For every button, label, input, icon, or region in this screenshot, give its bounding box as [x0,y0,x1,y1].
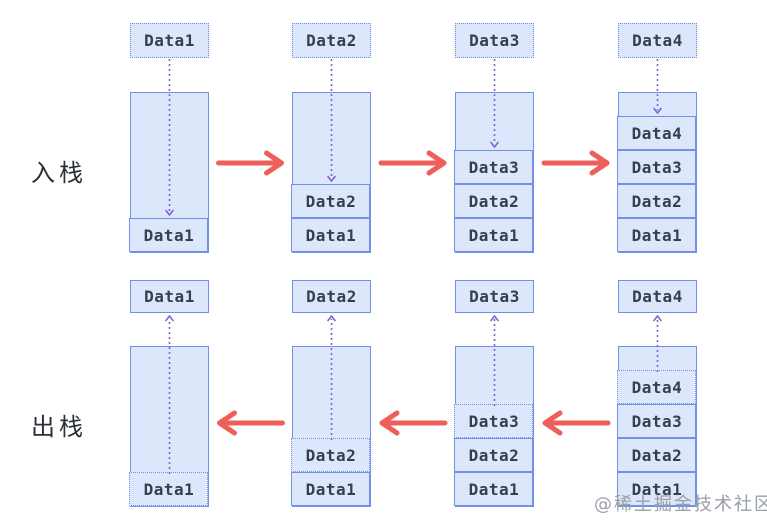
popped-data-box: Data2 [292,280,371,313]
push-row-label: 入栈 [31,159,87,187]
stack-cell: Data2 [617,184,697,219]
stack-cell: Data4 [617,370,697,405]
stack-container: Data1 [129,346,209,507]
stack-cell: Data1 [129,218,209,253]
stack-cell: Data1 [291,472,371,507]
next-step-arrow-icon [541,150,610,176]
push-source-box: Data1 [130,23,209,58]
next-step-arrow-icon [216,150,284,176]
stack-cell: Data3 [617,404,697,439]
prev-step-arrow-icon [217,410,285,436]
prev-step-arrow-icon [379,410,448,436]
stack-cell: Data1 [129,472,209,507]
push-source-box: Data2 [292,23,371,58]
pop-row-label: 出栈 [31,413,87,441]
stack-cell: Data2 [291,184,371,219]
stack-cell: Data2 [454,184,534,219]
stack-cell: Data3 [454,404,534,439]
stack-cell: Data1 [291,218,371,253]
push-source-box: Data4 [618,23,697,58]
prev-step-arrow-icon [542,410,611,436]
popped-data-box: Data1 [130,280,209,313]
stack-cell: Data1 [617,218,697,253]
stack-cell: Data1 [454,218,534,253]
stack-cell: Data4 [617,116,697,151]
stack-cell: Data2 [291,438,371,473]
stack-container: Data1 [129,92,209,253]
popped-data-box: Data4 [618,280,697,313]
stack-cell: Data1 [617,472,697,507]
stack-cell: Data3 [617,150,697,185]
push-source-box: Data3 [455,23,534,58]
popped-data-box: Data3 [455,280,534,313]
stack-cell: Data3 [454,150,534,185]
stack-cell: Data2 [454,438,534,473]
watermark: @稀土掘金技术社区 [594,494,767,515]
stack-cell: Data1 [454,472,534,507]
next-step-arrow-icon [378,150,447,176]
stack-cell: Data2 [617,438,697,473]
